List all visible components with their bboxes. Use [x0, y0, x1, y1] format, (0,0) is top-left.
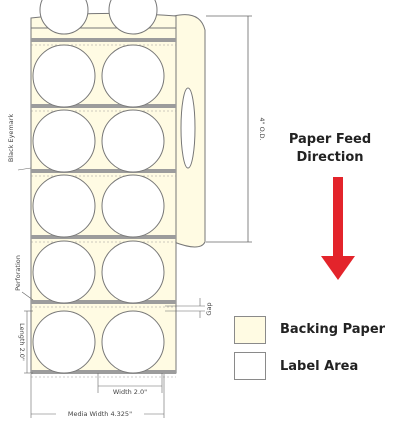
media-width-label: Media Width 4.325" — [68, 410, 132, 418]
width-dimension — [97, 373, 163, 393]
eyemark-bar — [31, 38, 176, 42]
eyemark-bars — [31, 38, 176, 378]
eyemark-bar — [31, 235, 176, 239]
label-circle — [32, 109, 96, 173]
perforation-leader — [21, 291, 34, 301]
length-label: Length 2.0" — [18, 323, 26, 361]
legend-label-label-area: Label Area — [280, 359, 359, 374]
length-dimension — [24, 310, 33, 374]
eyemark-leader — [17, 167, 32, 171]
od-dimension — [206, 15, 252, 243]
perforation-label: Perforation — [14, 255, 22, 291]
label-circle — [32, 174, 96, 238]
label-circle — [101, 44, 165, 108]
eyemark-bar — [31, 169, 176, 173]
media-width-dimension — [30, 374, 165, 418]
legend-swatch-label-area — [234, 352, 266, 380]
od-label: 4" O.D. — [258, 117, 266, 140]
eyemark-bar — [31, 370, 176, 374]
label-circle — [101, 310, 165, 374]
width-label: Width 2.0" — [113, 388, 147, 396]
legend-swatch-backing — [234, 316, 266, 344]
legend-label-backing: Backing Paper — [280, 322, 386, 337]
label-circle — [32, 44, 96, 108]
roll-core — [180, 87, 196, 169]
eyemark-label: Black Eyemark — [7, 114, 15, 163]
feed-direction-line2: Direction — [296, 150, 364, 165]
feed-arrow-head — [321, 256, 355, 280]
label-circle — [101, 240, 165, 304]
feed-arrow-shaft — [333, 177, 343, 257]
roll-drawing — [30, 0, 206, 378]
label-circle — [101, 174, 165, 238]
feed-direction-line1: Paper Feed — [288, 132, 372, 147]
feed-direction-title: Paper Feed Direction — [268, 131, 392, 167]
gap-label: Gap — [205, 302, 213, 315]
label-circle — [108, 0, 158, 35]
label-circle — [101, 109, 165, 173]
label-circles — [32, 0, 165, 374]
label-circle — [39, 0, 89, 35]
eyemark-bar — [31, 104, 176, 108]
gap-dimension — [165, 298, 205, 318]
label-circle — [32, 310, 96, 374]
label-circle — [32, 240, 96, 304]
feed-arrow — [321, 177, 355, 280]
eyemark-bar — [31, 300, 176, 304]
